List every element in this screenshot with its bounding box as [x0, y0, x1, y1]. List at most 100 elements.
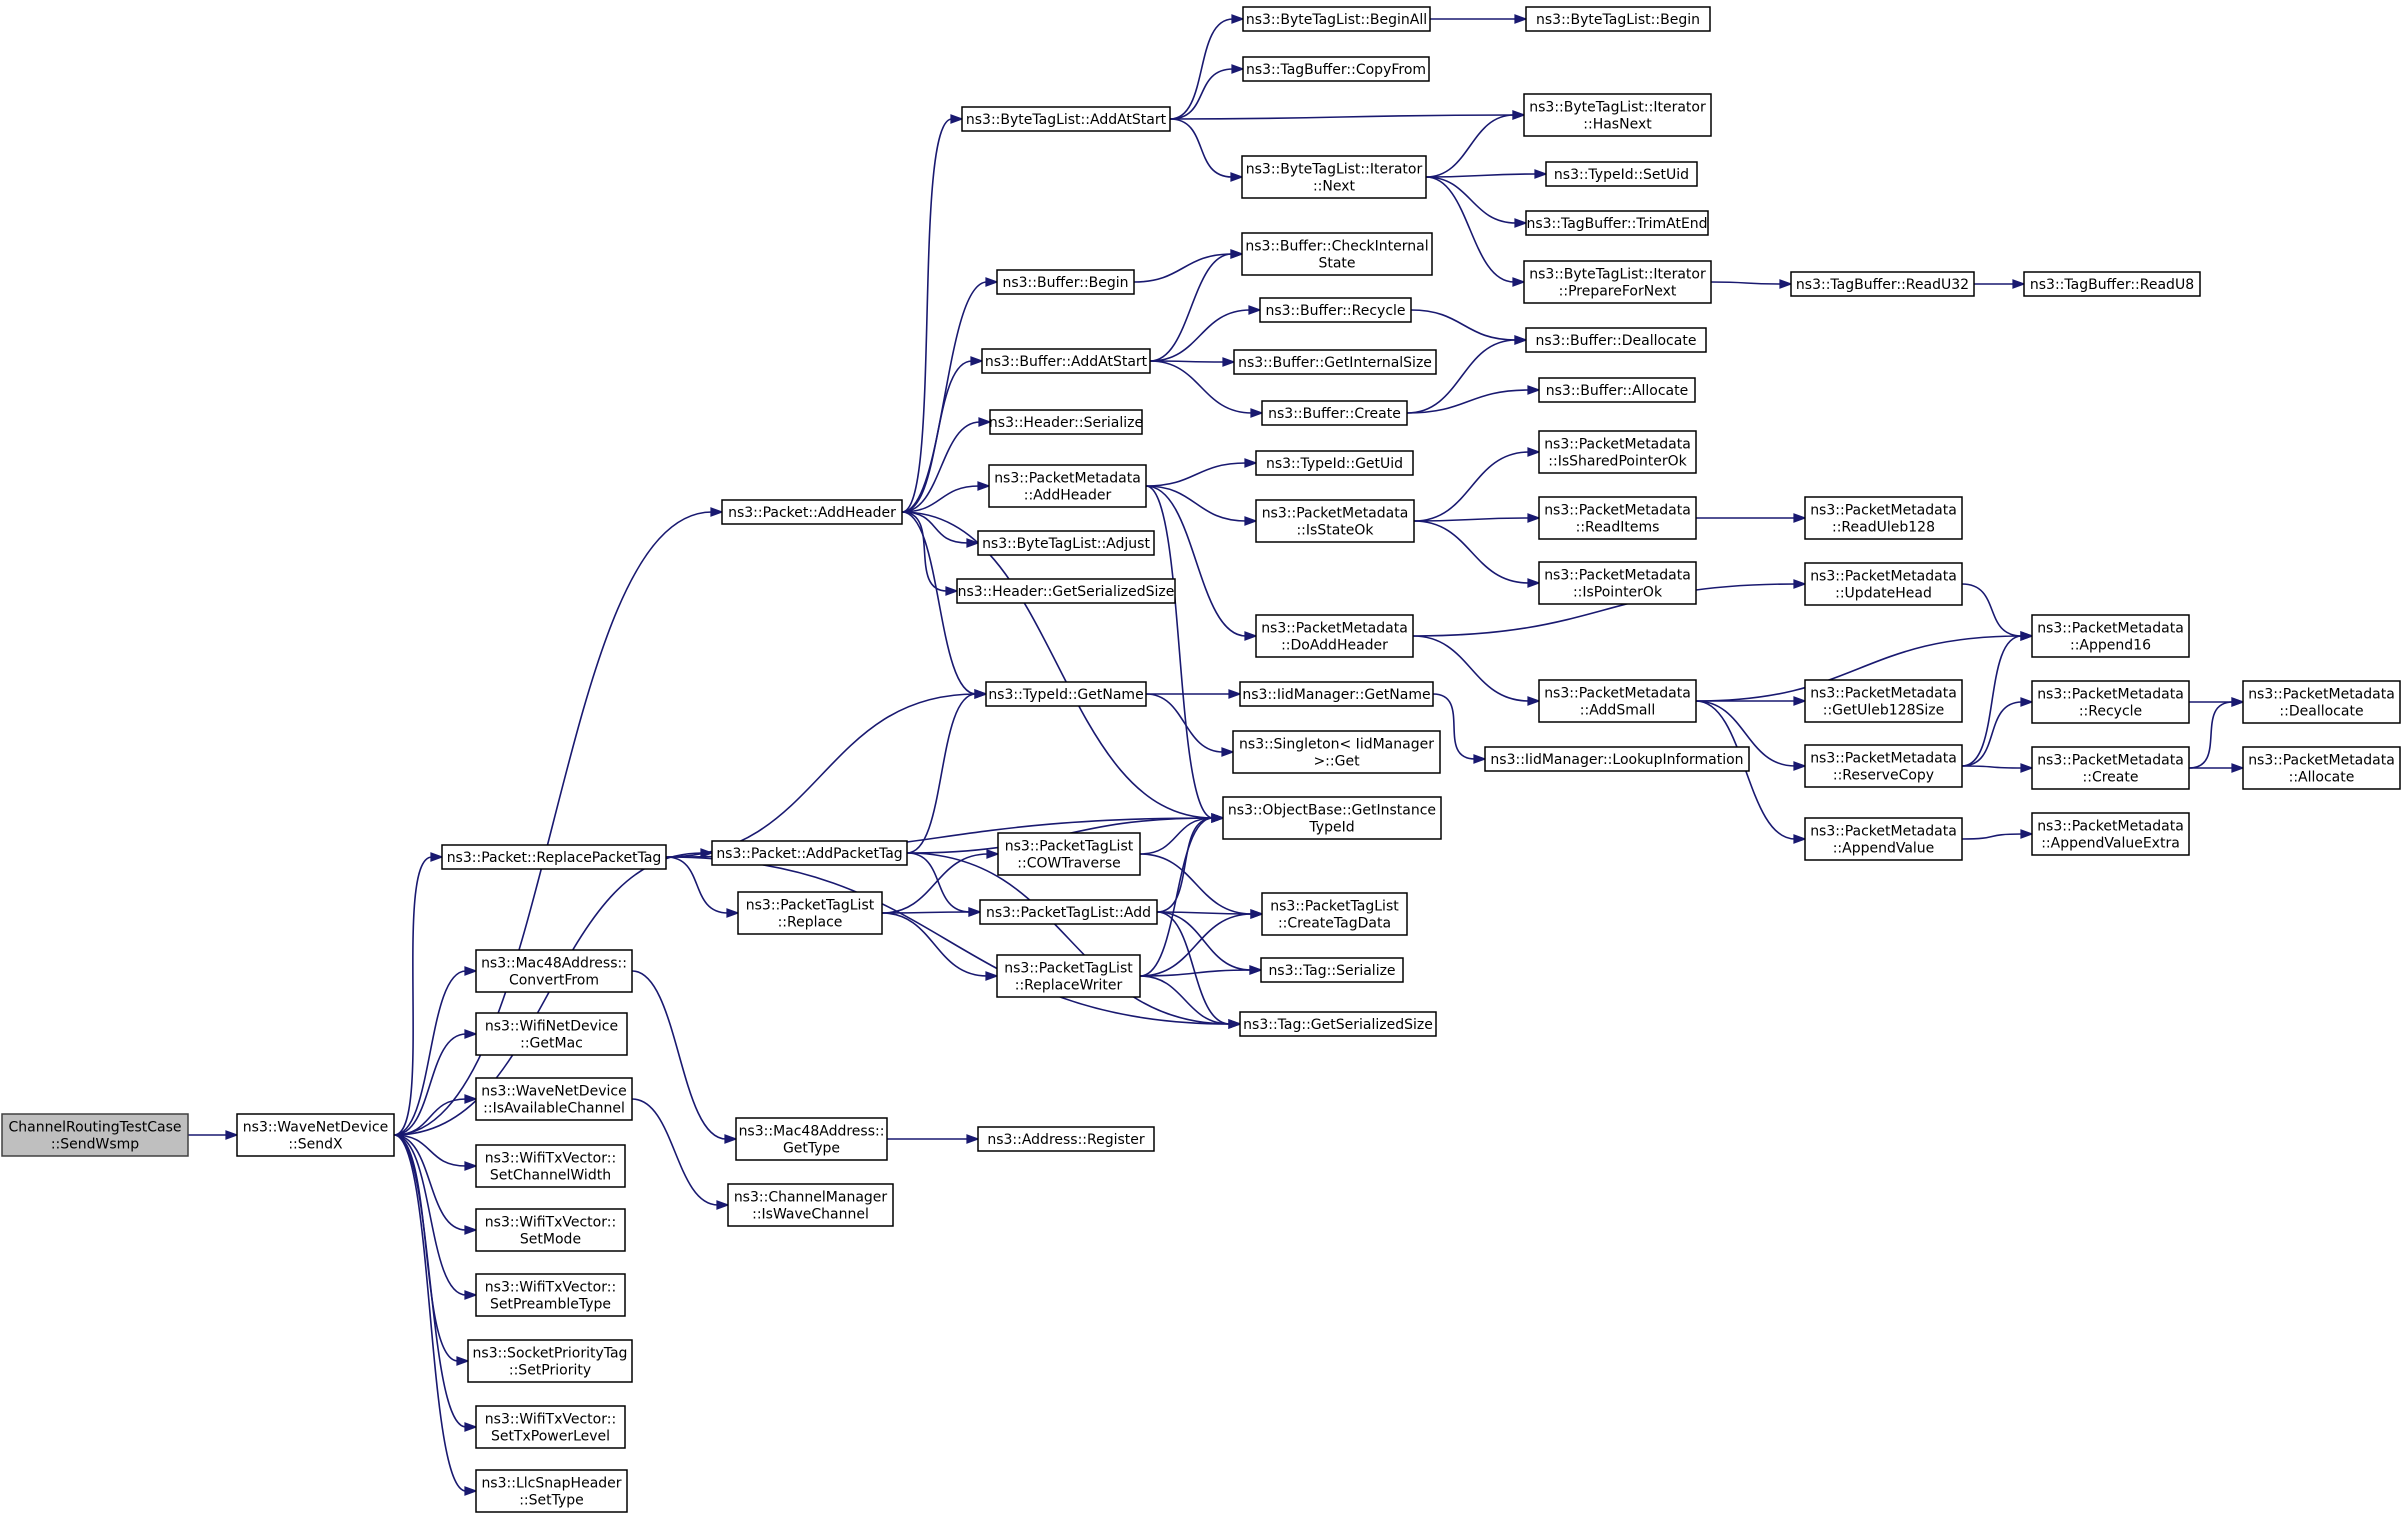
node-hdr-serialize[interactable]: ns3::Header::Serialize — [989, 409, 1143, 435]
edge-btl_addatstart-to-tb_copyfrom — [1169, 68, 1234, 120]
node-pm-addheader[interactable]: ns3::PacketMetadata::AddHeader — [988, 464, 1147, 508]
node-btl-it-prepare[interactable]: ns3::ByteTagList::Iterator::PrepareForNe… — [1523, 260, 1712, 304]
node-iid-lookup[interactable]: ns3::IidManager::LookupInformation — [1484, 746, 1750, 772]
edge-arrowhead — [1514, 14, 1528, 24]
node-setpreamble[interactable]: ns3::WifiTxVector::SetPreambleType — [475, 1273, 626, 1317]
node-tb-copyfrom[interactable]: ns3::TagBuffer::CopyFrom — [1242, 56, 1430, 82]
node-tb-readu32[interactable]: ns3::TagBuffer::ReadU32 — [1790, 271, 1975, 297]
node-addr-register[interactable]: ns3::Address::Register — [977, 1126, 1155, 1152]
node-addheader[interactable]: ns3::Packet::AddHeader — [721, 499, 903, 525]
edge-addheader-to-ob_getinstance — [901, 511, 1214, 819]
node-isavailable[interactable]: ns3::WaveNetDevice::IsAvailableChannel — [475, 1077, 633, 1121]
node-buf-getinternalsize[interactable]: ns3::Buffer::GetInternalSize — [1233, 349, 1437, 375]
node-iid-getname[interactable]: ns3::IidManager::GetName — [1239, 681, 1434, 707]
node-sendx[interactable]: ns3::WaveNetDevice::SendX — [236, 1113, 395, 1157]
node-ptl-replace[interactable]: ns3::PacketTagList::Replace — [737, 891, 883, 935]
node-pm-readitems[interactable]: ns3::PacketMetadata::ReadItems — [1538, 496, 1697, 540]
node-pm-updatehead[interactable]: ns3::PacketMetadata::UpdateHead — [1804, 562, 1963, 606]
node-hdr-getsize[interactable]: ns3::Header::GetSerializedSize — [956, 578, 1176, 604]
node-pm-issharedptrok[interactable]: ns3::PacketMetadata::IsSharedPointerOk — [1538, 430, 1697, 474]
node-label: ::SetPriority — [509, 1363, 591, 1379]
node-settxpower[interactable]: ns3::WifiTxVector::SetTxPowerLevel — [475, 1405, 626, 1449]
node-typeid-getname[interactable]: ns3::TypeId::GetName — [985, 681, 1147, 707]
node-label: ::COWTraverse — [1017, 856, 1120, 872]
edge-btl_it_prepare-to-tb_readu32 — [1710, 281, 1782, 285]
node-btl-beginall[interactable]: ns3::ByteTagList::BeginAll — [1242, 6, 1431, 32]
node-label: ChannelRoutingTestCase — [9, 1120, 182, 1136]
node-btl-adjust[interactable]: ns3::ByteTagList::Adjust — [977, 530, 1155, 556]
node-btl-addatstart[interactable]: ns3::ByteTagList::AddAtStart — [961, 106, 1171, 132]
node-box — [961, 106, 1171, 132]
node-box — [735, 1117, 888, 1161]
node-ptl-cowtraverse[interactable]: ns3::PacketTagList::COWTraverse — [997, 832, 1141, 876]
node-pm-deallocate[interactable]: ns3::PacketMetadata::Deallocate — [2242, 680, 2401, 724]
node-buf-recycle[interactable]: ns3::Buffer::Recycle — [1259, 297, 1412, 323]
node-tag-serialize[interactable]: ns3::Tag::Serialize — [1260, 957, 1404, 983]
node-pm-allocate[interactable]: ns3::PacketMetadata::Allocate — [2242, 746, 2401, 790]
node-wifigetmac[interactable]: ns3::WifiNetDevice::GetMac — [475, 1012, 628, 1056]
node-setmode[interactable]: ns3::WifiTxVector::SetMode — [475, 1208, 626, 1252]
edge-pm_doaddheader-to-pm_addsmall — [1412, 635, 1530, 702]
node-box — [2031, 680, 2190, 724]
node-buf-deallocate[interactable]: ns3::Buffer::Deallocate — [1525, 327, 1707, 353]
node-pm-appendvalue[interactable]: ns3::PacketMetadata::AppendValue — [1804, 817, 1963, 861]
node-pm-ispointerok[interactable]: ns3::PacketMetadata::IsPointerOk — [1538, 561, 1697, 605]
node-pm-readuleb128[interactable]: ns3::PacketMetadata::ReadUleb128 — [1804, 496, 1963, 540]
node-btl-begin[interactable]: ns3::ByteTagList::Begin — [1525, 6, 1711, 32]
node-mac48-gettype[interactable]: ns3::Mac48Address::GetType — [735, 1117, 888, 1161]
edge-arrowhead — [945, 586, 959, 596]
node-singleton-get[interactable]: ns3::Singleton< IidManager >::Get — [1232, 730, 1441, 774]
node-box — [475, 1012, 628, 1056]
node-pm-appendvalueextra[interactable]: ns3::PacketMetadata::AppendValueExtra — [2031, 812, 2190, 856]
node-setpriority[interactable]: ns3::SocketPriorityTag::SetPriority — [467, 1339, 633, 1383]
node-label: ::Append16 — [2070, 638, 2151, 654]
node-btl-it-hasnext[interactable]: ns3::ByteTagList::Iterator::HasNext — [1523, 93, 1712, 137]
node-label: ns3::Mac48Address:: — [739, 1124, 885, 1140]
node-label: ns3::Header::Serialize — [989, 415, 1143, 431]
edge-sendx-to-settxpower — [393, 1134, 467, 1428]
node-pm-isstateok[interactable]: ns3::PacketMetadata::IsStateOk — [1255, 499, 1415, 543]
node-pm-append16[interactable]: ns3::PacketMetadata::Append16 — [2031, 614, 2190, 658]
edge-addheader-to-buf_addatstart — [901, 360, 973, 513]
node-pm-create[interactable]: ns3::PacketMetadata::Create — [2031, 746, 2190, 790]
node-pm-reservecopy[interactable]: ns3::PacketMetadata::ReserveCopy — [1804, 744, 1963, 788]
node-buf-begin[interactable]: ns3::Buffer::Begin — [996, 269, 1135, 295]
edge-arrowhead — [977, 481, 991, 491]
edge-arrowhead — [464, 1094, 478, 1104]
node-pm-doaddheader[interactable]: ns3::PacketMetadata::DoAddHeader — [1255, 614, 1414, 658]
node-mac48convert[interactable]: ns3::Mac48Address::ConvertFrom — [475, 949, 633, 993]
node-btl-it-next[interactable]: ns3::ByteTagList::Iterator::Next — [1241, 155, 1427, 199]
node-ptl-createtagdata[interactable]: ns3::PacketTagList::CreateTagData — [1261, 892, 1408, 936]
node-tb-readu8[interactable]: ns3::TagBuffer::ReadU8 — [2023, 271, 2201, 297]
edge-pm_isstateok-to-pm_readitems — [1413, 517, 1530, 522]
node-replacepackettag[interactable]: ns3::Packet::ReplacePacketTag — [441, 844, 667, 870]
edge-ptl_add-to-tag_getsize — [1156, 911, 1231, 1025]
node-root[interactable]: ChannelRoutingTestCase::SendWsmp — [1, 1113, 189, 1157]
node-addpackettag[interactable]: ns3::Packet::AddPacketTag — [711, 840, 908, 866]
node-buf-create[interactable]: ns3::Buffer::Create — [1261, 400, 1408, 426]
edge-pm_reservecopy-to-pm_recycle — [1961, 701, 2023, 767]
node-tb-trimatend[interactable]: ns3::TagBuffer::TrimAtEnd — [1525, 210, 1709, 236]
node-ptl-add[interactable]: ns3::PacketTagList::Add — [979, 899, 1158, 925]
node-buf-allocate[interactable]: ns3::Buffer::Allocate — [1538, 377, 1696, 403]
node-pm-getuleb128size[interactable]: ns3::PacketMetadata::GetUleb128Size — [1804, 679, 1963, 723]
node-setchwidth[interactable]: ns3::WifiTxVector::SetChannelWidth — [475, 1144, 626, 1188]
node-buf-addatstart[interactable]: ns3::Buffer::AddAtStart — [981, 348, 1151, 374]
node-typeid-getuid[interactable]: ns3::TypeId::GetUid — [1255, 450, 1414, 476]
node-label: ::SendX — [288, 1137, 343, 1153]
node-ptl-replacewriter[interactable]: ns3::PacketTagList::ReplaceWriter — [996, 954, 1141, 998]
node-pm-recycle[interactable]: ns3::PacketMetadata::Recycle — [2031, 680, 2190, 724]
node-label: ns3::Header::GetSerializedSize — [958, 584, 1175, 600]
node-chmgr-iswave[interactable]: ns3::ChannelManager::IsWaveChannel — [727, 1183, 894, 1227]
node-tag-getsize[interactable]: ns3::Tag::GetSerializedSize — [1239, 1011, 1437, 1037]
node-label: >::Get — [1313, 754, 1360, 770]
node-typeid-setuid[interactable]: ns3::TypeId::SetUid — [1545, 161, 1698, 187]
node-box — [1241, 155, 1427, 199]
node-box — [1804, 679, 1963, 723]
node-pm-addsmall[interactable]: ns3::PacketMetadata::AddSmall — [1538, 679, 1697, 723]
node-llcsettype[interactable]: ns3::LlcSnapHeader::SetType — [475, 1469, 628, 1513]
node-box — [996, 269, 1135, 295]
edge-arrowhead — [1250, 909, 1264, 919]
